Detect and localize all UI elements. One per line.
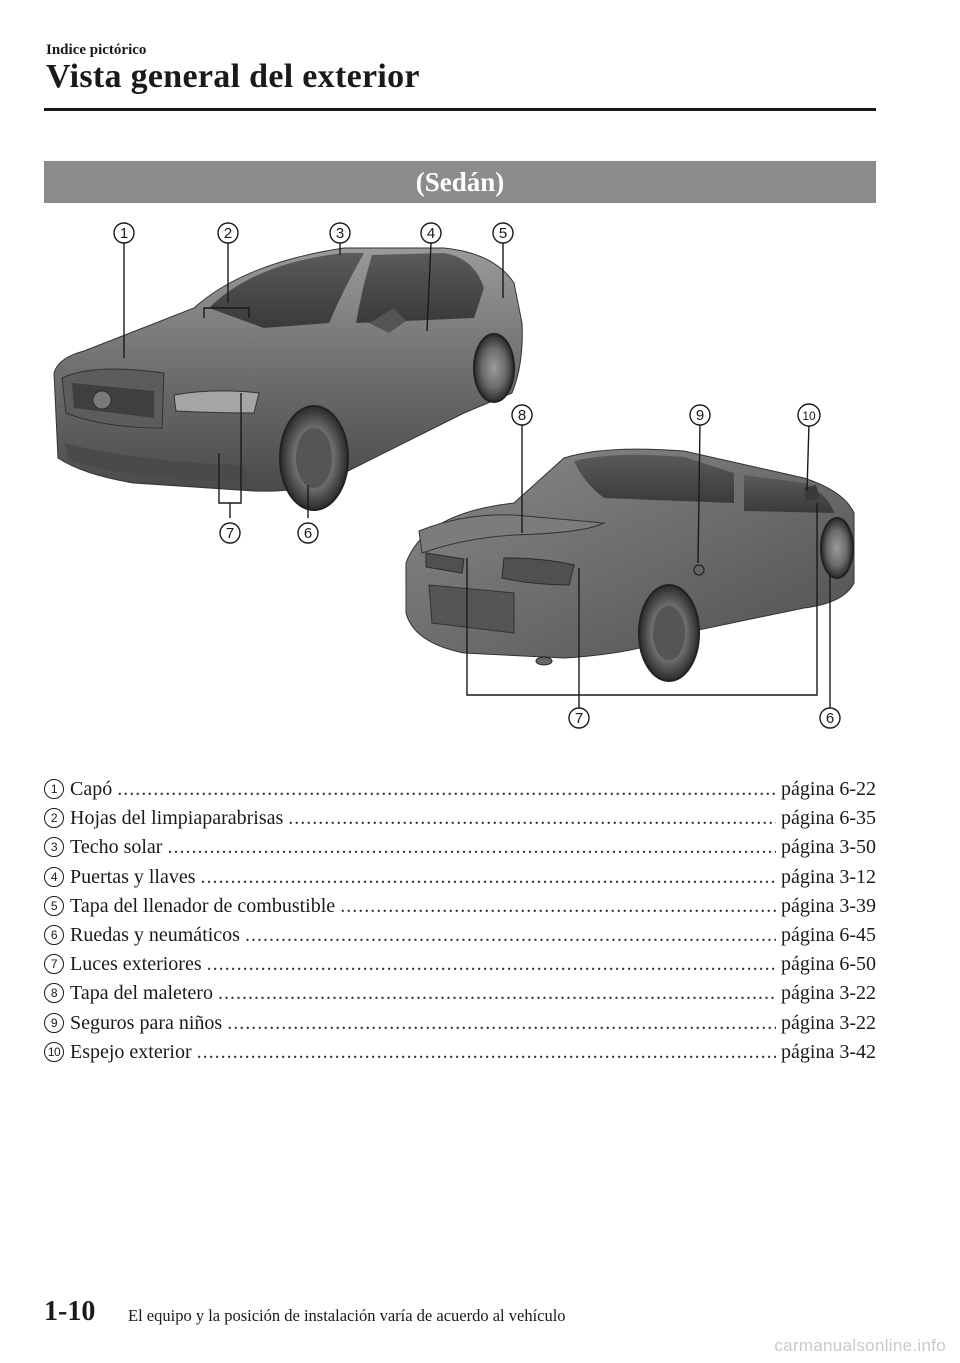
svg-text:3: 3 — [336, 225, 344, 242]
callout-badge: 5 — [492, 222, 514, 244]
list-item: 10 Espejo exterior página 3-42 — [44, 1041, 876, 1070]
svg-text:6: 6 — [826, 710, 834, 727]
list-item: 7 Luces exteriores página 6-50 — [44, 953, 876, 982]
callout-badge: 7 — [219, 522, 241, 544]
svg-text:5: 5 — [499, 225, 507, 242]
svg-text:6: 6 — [304, 525, 312, 542]
item-page-ref: página 3-22 — [781, 982, 876, 1005]
dot-leader — [197, 1041, 776, 1064]
item-number-badge: 3 — [44, 837, 64, 858]
item-number-badge: 7 — [44, 954, 64, 975]
dot-leader — [117, 778, 776, 801]
callout-badge: 7 — [568, 707, 590, 729]
item-page-ref: página 6-50 — [781, 953, 876, 976]
title-divider — [44, 108, 876, 111]
item-label: Tapa del llenador de combustible — [70, 894, 336, 917]
list-item: 8 Tapa del maletero página 3-22 — [44, 982, 876, 1011]
dot-leader — [288, 807, 776, 830]
item-number-badge: 1 — [44, 779, 64, 799]
item-label: Hojas del limpiaparabrisas — [70, 807, 284, 830]
item-page-ref: página 3-39 — [781, 894, 876, 917]
item-label: Puertas y llaves — [70, 865, 196, 888]
list-item: 5 Tapa del llenador de combustible págin… — [44, 895, 876, 924]
item-number-badge: 9 — [44, 1012, 64, 1033]
item-page-ref: página 3-22 — [781, 1011, 876, 1034]
callout-badge: 9 — [689, 404, 711, 426]
list-item: 4 Puertas y llaves página 3-12 — [44, 866, 876, 895]
item-label: Capó — [70, 778, 113, 800]
callout-badge: 1 — [113, 222, 135, 244]
svg-text:7: 7 — [226, 525, 234, 542]
callout-leaders — [123, 242, 831, 708]
callout-badge: 8 — [511, 404, 533, 426]
svg-text:1: 1 — [120, 225, 128, 242]
dot-leader — [340, 895, 776, 918]
item-label: Tapa del maletero — [70, 982, 213, 1005]
list-item: 1 Capó página 6-22 — [44, 778, 876, 807]
list-item: 9 Seguros para niños página 3-22 — [44, 1012, 876, 1041]
item-label: Luces exteriores — [70, 953, 202, 976]
dot-leader — [167, 836, 776, 859]
item-page-ref: página 6-22 — [781, 778, 876, 800]
item-label: Techo solar — [70, 836, 163, 859]
item-number-badge: 5 — [44, 895, 64, 916]
list-item: 6 Ruedas y neumáticos página 6-45 — [44, 924, 876, 953]
item-page-ref: página 6-45 — [781, 923, 876, 946]
item-label: Seguros para niños — [70, 1011, 223, 1034]
item-page-ref: página 6-35 — [781, 807, 876, 830]
item-label: Ruedas y neumáticos — [70, 923, 240, 946]
svg-text:2: 2 — [224, 225, 232, 242]
footer-page-number: 1-10 — [44, 1296, 96, 1327]
item-number-badge: 6 — [44, 924, 64, 945]
item-number-badge: 4 — [44, 866, 64, 887]
dot-leader — [218, 982, 776, 1005]
variant-banner: (Sedán) — [44, 161, 876, 203]
list-item: 3 Techo solar página 3-50 — [44, 836, 876, 865]
dot-leader — [207, 953, 776, 976]
callout-badge: 6 — [297, 522, 319, 544]
svg-text:9: 9 — [696, 407, 704, 424]
item-page-ref: página 3-12 — [781, 865, 876, 888]
dot-leader — [245, 924, 776, 947]
watermark: carmanualsonline.info — [774, 1336, 946, 1355]
callout-badge: 6 — [819, 707, 841, 729]
item-label: Espejo exterior — [70, 1040, 192, 1063]
svg-text:4: 4 — [427, 225, 435, 242]
svg-text:7: 7 — [575, 710, 583, 727]
item-page-ref: página 3-50 — [781, 836, 876, 859]
item-page-ref: página 3-42 — [781, 1040, 876, 1063]
callout-badge: 3 — [329, 222, 351, 244]
page-title: Vista general del exterior — [46, 58, 420, 95]
footer-note: El equipo y la posición de instalación v… — [128, 1306, 566, 1325]
svg-text:10: 10 — [802, 409, 816, 423]
section-label: Indice pictórico — [46, 42, 147, 58]
item-number-badge: 2 — [44, 808, 64, 829]
front-car-image — [53, 247, 523, 511]
rear-car-image — [405, 448, 855, 682]
item-number-badge: 10 — [44, 1041, 64, 1062]
callout-badge: 2 — [217, 222, 239, 244]
exterior-illustration: 1 2 3 4 5 6 7 — [44, 213, 876, 753]
exterior-index-list: 1 Capó página 6-22 2 Hojas del limpiapar… — [44, 778, 876, 1070]
callout-badge: 10 — [797, 403, 821, 427]
svg-text:8: 8 — [518, 407, 526, 424]
item-number-badge: 8 — [44, 983, 64, 1004]
callout-badge: 4 — [420, 222, 442, 244]
dot-leader — [201, 866, 776, 889]
dot-leader — [227, 1012, 776, 1035]
list-item: 2 Hojas del limpiaparabrisas página 6-35 — [44, 807, 876, 836]
